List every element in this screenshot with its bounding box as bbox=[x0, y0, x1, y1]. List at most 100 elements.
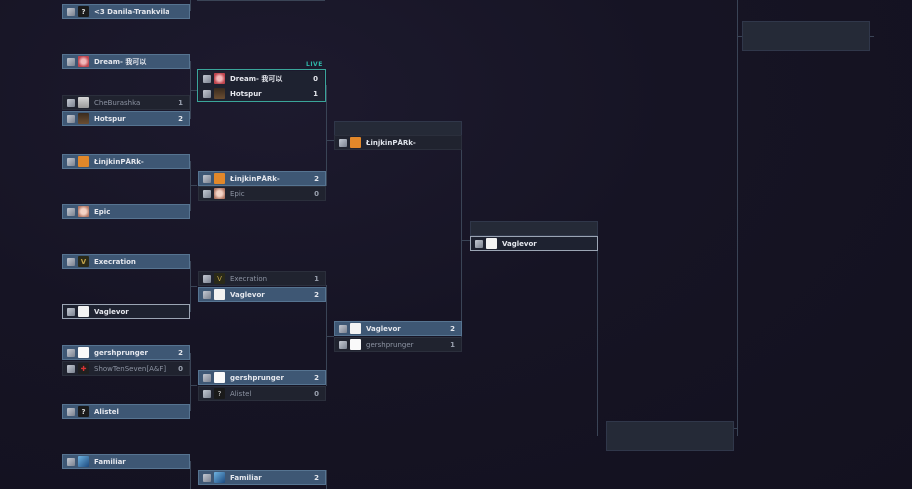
bracket-placeholder-r4 bbox=[470, 221, 598, 236]
team-slot[interactable]: Hotspur 2 bbox=[62, 111, 190, 126]
team-flag-icon bbox=[67, 98, 75, 107]
team-flag-icon bbox=[203, 74, 211, 83]
team-flag-icon bbox=[203, 389, 211, 398]
team-slot[interactable]: ? Alistel bbox=[62, 404, 190, 419]
team-slot[interactable]: gershprunger 1 bbox=[334, 337, 462, 352]
team-flag-icon bbox=[203, 174, 211, 183]
team-flag-icon bbox=[67, 348, 75, 357]
team-slot[interactable]: ? Alistel 0 bbox=[198, 386, 326, 401]
team-slot[interactable]: Vaglevor bbox=[62, 304, 190, 319]
player-avatar bbox=[350, 339, 361, 350]
live-label: LIVE bbox=[306, 61, 323, 68]
team-slot[interactable]: Hotspur 1 bbox=[199, 86, 324, 101]
team-slot[interactable]: Familiar 2 bbox=[198, 470, 326, 485]
team-score: 2 bbox=[450, 324, 455, 333]
team-flag-icon bbox=[475, 239, 483, 248]
team-score: 2 bbox=[314, 473, 319, 482]
player-avatar bbox=[214, 88, 225, 99]
team-flag-icon bbox=[67, 364, 75, 373]
player-avatar: V bbox=[78, 256, 89, 267]
player-avatar bbox=[214, 289, 225, 300]
team-slot[interactable]: gershprunger 2 bbox=[62, 345, 190, 360]
player-avatar: V bbox=[214, 273, 225, 284]
team-flag-icon bbox=[67, 207, 75, 216]
team-slot[interactable]: ✚ ShowTenSeven[A&F] 0 bbox=[62, 361, 190, 376]
team-score: 1 bbox=[178, 98, 183, 107]
team-name: Vaglevor bbox=[230, 290, 265, 299]
team-name: gershprunger bbox=[366, 340, 414, 349]
team-score: 0 bbox=[314, 189, 319, 198]
team-flag-icon bbox=[339, 324, 347, 333]
team-flag-icon bbox=[203, 274, 211, 283]
team-name: ŁinjkinPÅRk- bbox=[94, 157, 144, 166]
team-name: Epic bbox=[230, 189, 245, 198]
player-avatar: ✚ bbox=[78, 363, 89, 374]
team-flag-icon bbox=[203, 290, 211, 299]
team-name: CheBurashka bbox=[94, 98, 141, 107]
team-name: Hotspur bbox=[230, 89, 262, 98]
bracket-placeholder-lower bbox=[606, 421, 734, 451]
team-flag-icon bbox=[67, 57, 75, 66]
player-avatar bbox=[486, 238, 497, 249]
team-name: Epic bbox=[94, 207, 111, 216]
player-avatar bbox=[78, 206, 89, 217]
team-score: 2 bbox=[314, 290, 319, 299]
team-score: 1 bbox=[314, 274, 319, 283]
team-flag-icon bbox=[67, 407, 75, 416]
team-name: gershprunger bbox=[94, 348, 149, 357]
team-slot[interactable]: V Execration 1 bbox=[198, 271, 326, 286]
team-slot[interactable]: gershprunger 2 bbox=[198, 370, 326, 385]
player-avatar bbox=[214, 372, 225, 383]
player-avatar bbox=[78, 347, 89, 358]
team-flag-icon bbox=[67, 114, 75, 123]
team-name: Familiar bbox=[230, 473, 262, 482]
team-name: Dream- 我可以 bbox=[94, 57, 147, 66]
team-slot[interactable]: Epic bbox=[62, 204, 190, 219]
team-score: 1 bbox=[450, 340, 455, 349]
team-flag-icon bbox=[339, 138, 347, 147]
team-slot[interactable]: ŁinjkinPÅRk- 2 bbox=[198, 171, 326, 186]
team-slot[interactable]: ŁinjkinPÅRk- bbox=[62, 154, 190, 169]
team-slot[interactable]: Familiar bbox=[62, 454, 190, 469]
team-slot[interactable]: Vaglevor 2 bbox=[334, 321, 462, 336]
team-score: 0 bbox=[178, 364, 183, 373]
team-name: Vaglevor bbox=[366, 324, 401, 333]
team-name: ŁinjkinPÅRk- bbox=[366, 138, 416, 147]
player-avatar bbox=[78, 97, 89, 108]
team-flag-icon bbox=[203, 373, 211, 382]
player-avatar bbox=[214, 472, 225, 483]
team-name: Alistel bbox=[94, 407, 119, 416]
team-slot[interactable]: CheBurashka 1 bbox=[62, 95, 190, 110]
team-slot[interactable]: Vaglevor 2 bbox=[198, 287, 326, 302]
player-avatar bbox=[78, 306, 89, 317]
player-avatar bbox=[214, 188, 225, 199]
player-avatar bbox=[78, 456, 89, 467]
team-flag-icon bbox=[67, 7, 75, 16]
team-slot[interactable]: ŁinjkinPÅRk- bbox=[334, 135, 462, 150]
player-avatar bbox=[350, 323, 361, 334]
player-avatar bbox=[78, 113, 89, 124]
team-name: Vaglevor bbox=[502, 239, 537, 248]
player-avatar bbox=[214, 173, 225, 184]
team-score: 2 bbox=[178, 114, 183, 123]
team-flag-icon bbox=[67, 157, 75, 166]
team-name: <3 Danila-Trankvila bbox=[94, 7, 170, 16]
team-name: Dream- 我可以 bbox=[230, 74, 283, 83]
player-avatar bbox=[350, 137, 361, 148]
player-avatar bbox=[78, 156, 89, 167]
team-flag-icon bbox=[203, 473, 211, 482]
team-name: Alistel bbox=[230, 389, 252, 398]
team-name: ŁinjkinPÅRk- bbox=[230, 174, 280, 183]
team-slot[interactable]: Dream- 我可以 bbox=[62, 54, 190, 69]
team-slot[interactable]: Epic 0 bbox=[198, 186, 326, 201]
team-slot[interactable]: Vaglevor bbox=[470, 236, 598, 251]
team-slot[interactable]: Dream- 我可以 0 bbox=[199, 71, 324, 86]
team-slot[interactable]: ? <3 Danila-Trankvila bbox=[62, 4, 190, 19]
team-name: Familiar bbox=[94, 457, 126, 466]
team-name: ShowTenSeven[A&F] bbox=[94, 364, 167, 373]
team-name: Vaglevor bbox=[94, 307, 129, 316]
player-avatar bbox=[78, 56, 89, 67]
team-slot[interactable]: V Execration bbox=[62, 254, 190, 269]
player-avatar: ? bbox=[78, 406, 89, 417]
player-avatar: ? bbox=[214, 388, 225, 399]
